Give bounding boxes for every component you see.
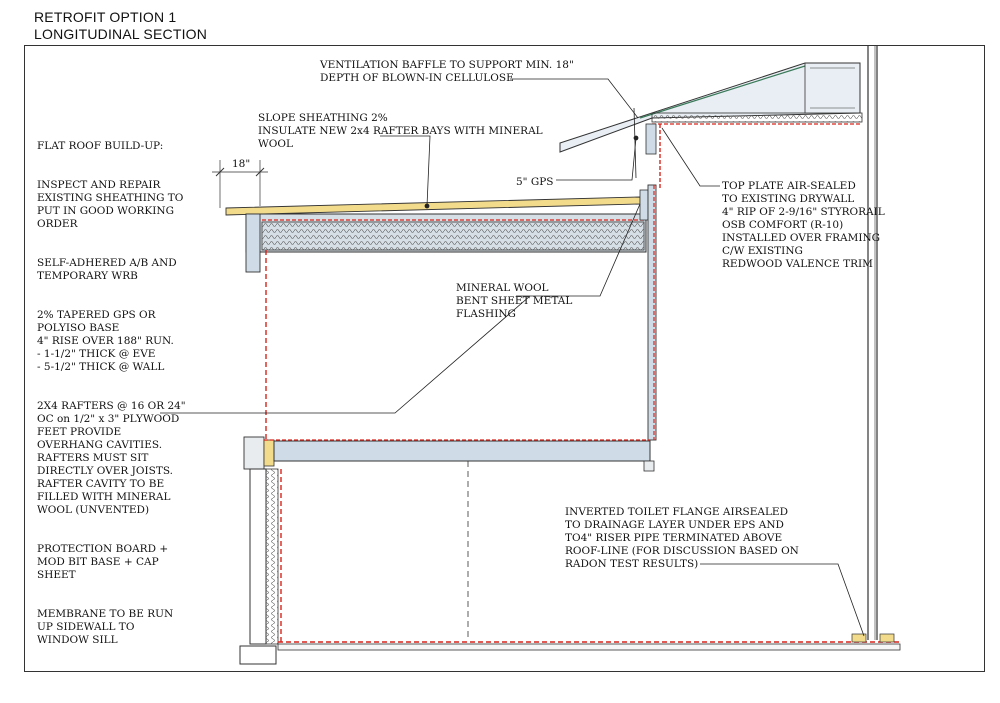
upper-roof bbox=[559, 62, 863, 190]
drawing-border bbox=[24, 45, 985, 672]
floor-assembly bbox=[243, 436, 655, 640]
note-heading: FLAT ROOF BUILD-UP: bbox=[37, 140, 164, 152]
note-sheathing: INSPECT AND REPAIR EXISTING SHEATHING TO… bbox=[37, 179, 184, 230]
drawing-title: RETROFIT OPTION 1 bbox=[34, 9, 177, 25]
note-membrane: MEMBRANE TO BE RUN UP SIDEWALL TO WINDOW… bbox=[37, 608, 174, 646]
callout-top-plate: TOP PLATE AIR-SEALED TO EXISTING DRYWALL… bbox=[722, 180, 885, 270]
leader-lines bbox=[160, 78, 865, 637]
note-tapered: 2% TAPERED GPS OR POLYISO BASE 4" RISE O… bbox=[37, 309, 174, 373]
flat-roof-notes: FLAT ROOF BUILD-UP: INSPECT AND REPAIR E… bbox=[37, 127, 237, 673]
callout-ventilation: VENTILATION BAFFLE TO SUPPORT MIN. 18" D… bbox=[320, 59, 574, 84]
basement-wall bbox=[239, 468, 282, 665]
callout-overhang-dim: 18" bbox=[232, 158, 251, 170]
note-rafters: 2X4 RAFTERS @ 16 OR 24" OC on 1/2" x 3" … bbox=[37, 400, 186, 516]
right-wall bbox=[867, 46, 878, 640]
callout-gps: 5" GPS bbox=[516, 176, 554, 188]
overhang-dimension bbox=[212, 160, 268, 208]
callout-slope: SLOPE SHEATHING 2% INSULATE NEW 2x4 RAFT… bbox=[258, 112, 543, 150]
callout-mineral-wool: MINERAL WOOL BENT SHEET METAL FLASHING bbox=[456, 282, 573, 320]
note-protection: PROTECTION BOARD + MOD BIT BASE + CAP SH… bbox=[37, 543, 169, 581]
note-wrb: SELF-ADHERED A/B AND TEMPORARY WRB bbox=[37, 257, 177, 282]
floor-slab bbox=[277, 633, 901, 651]
flat-roof bbox=[225, 184, 657, 441]
callout-toilet-flange: INVERTED TOILET FLANGE AIRSEALED TO DRAI… bbox=[565, 506, 799, 570]
drawing-subtitle: LONGITUDINAL SECTION bbox=[34, 26, 208, 42]
